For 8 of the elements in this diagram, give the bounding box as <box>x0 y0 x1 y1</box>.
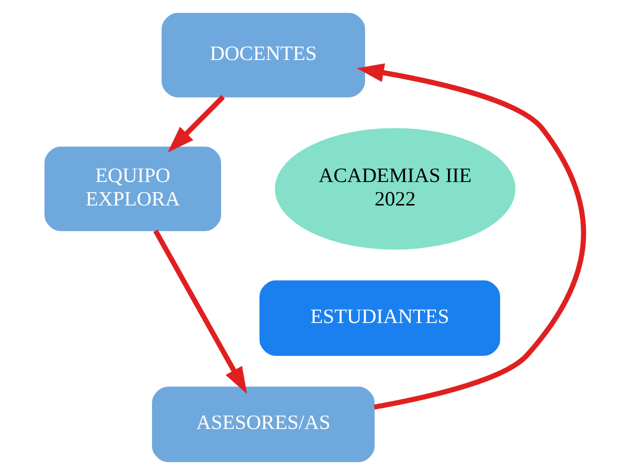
arrow <box>152 229 247 394</box>
node-box: EQUIPO EXPLORA <box>44 146 221 232</box>
node-ellipse: ACADEMIAS IIE 2022 <box>274 128 515 250</box>
node-box: DOCENTES <box>161 12 365 98</box>
arrow <box>356 63 586 410</box>
node-box: ESTUDIANTES <box>259 280 500 356</box>
arrow <box>167 95 224 153</box>
node-box: ASESORES/AS <box>152 386 374 462</box>
